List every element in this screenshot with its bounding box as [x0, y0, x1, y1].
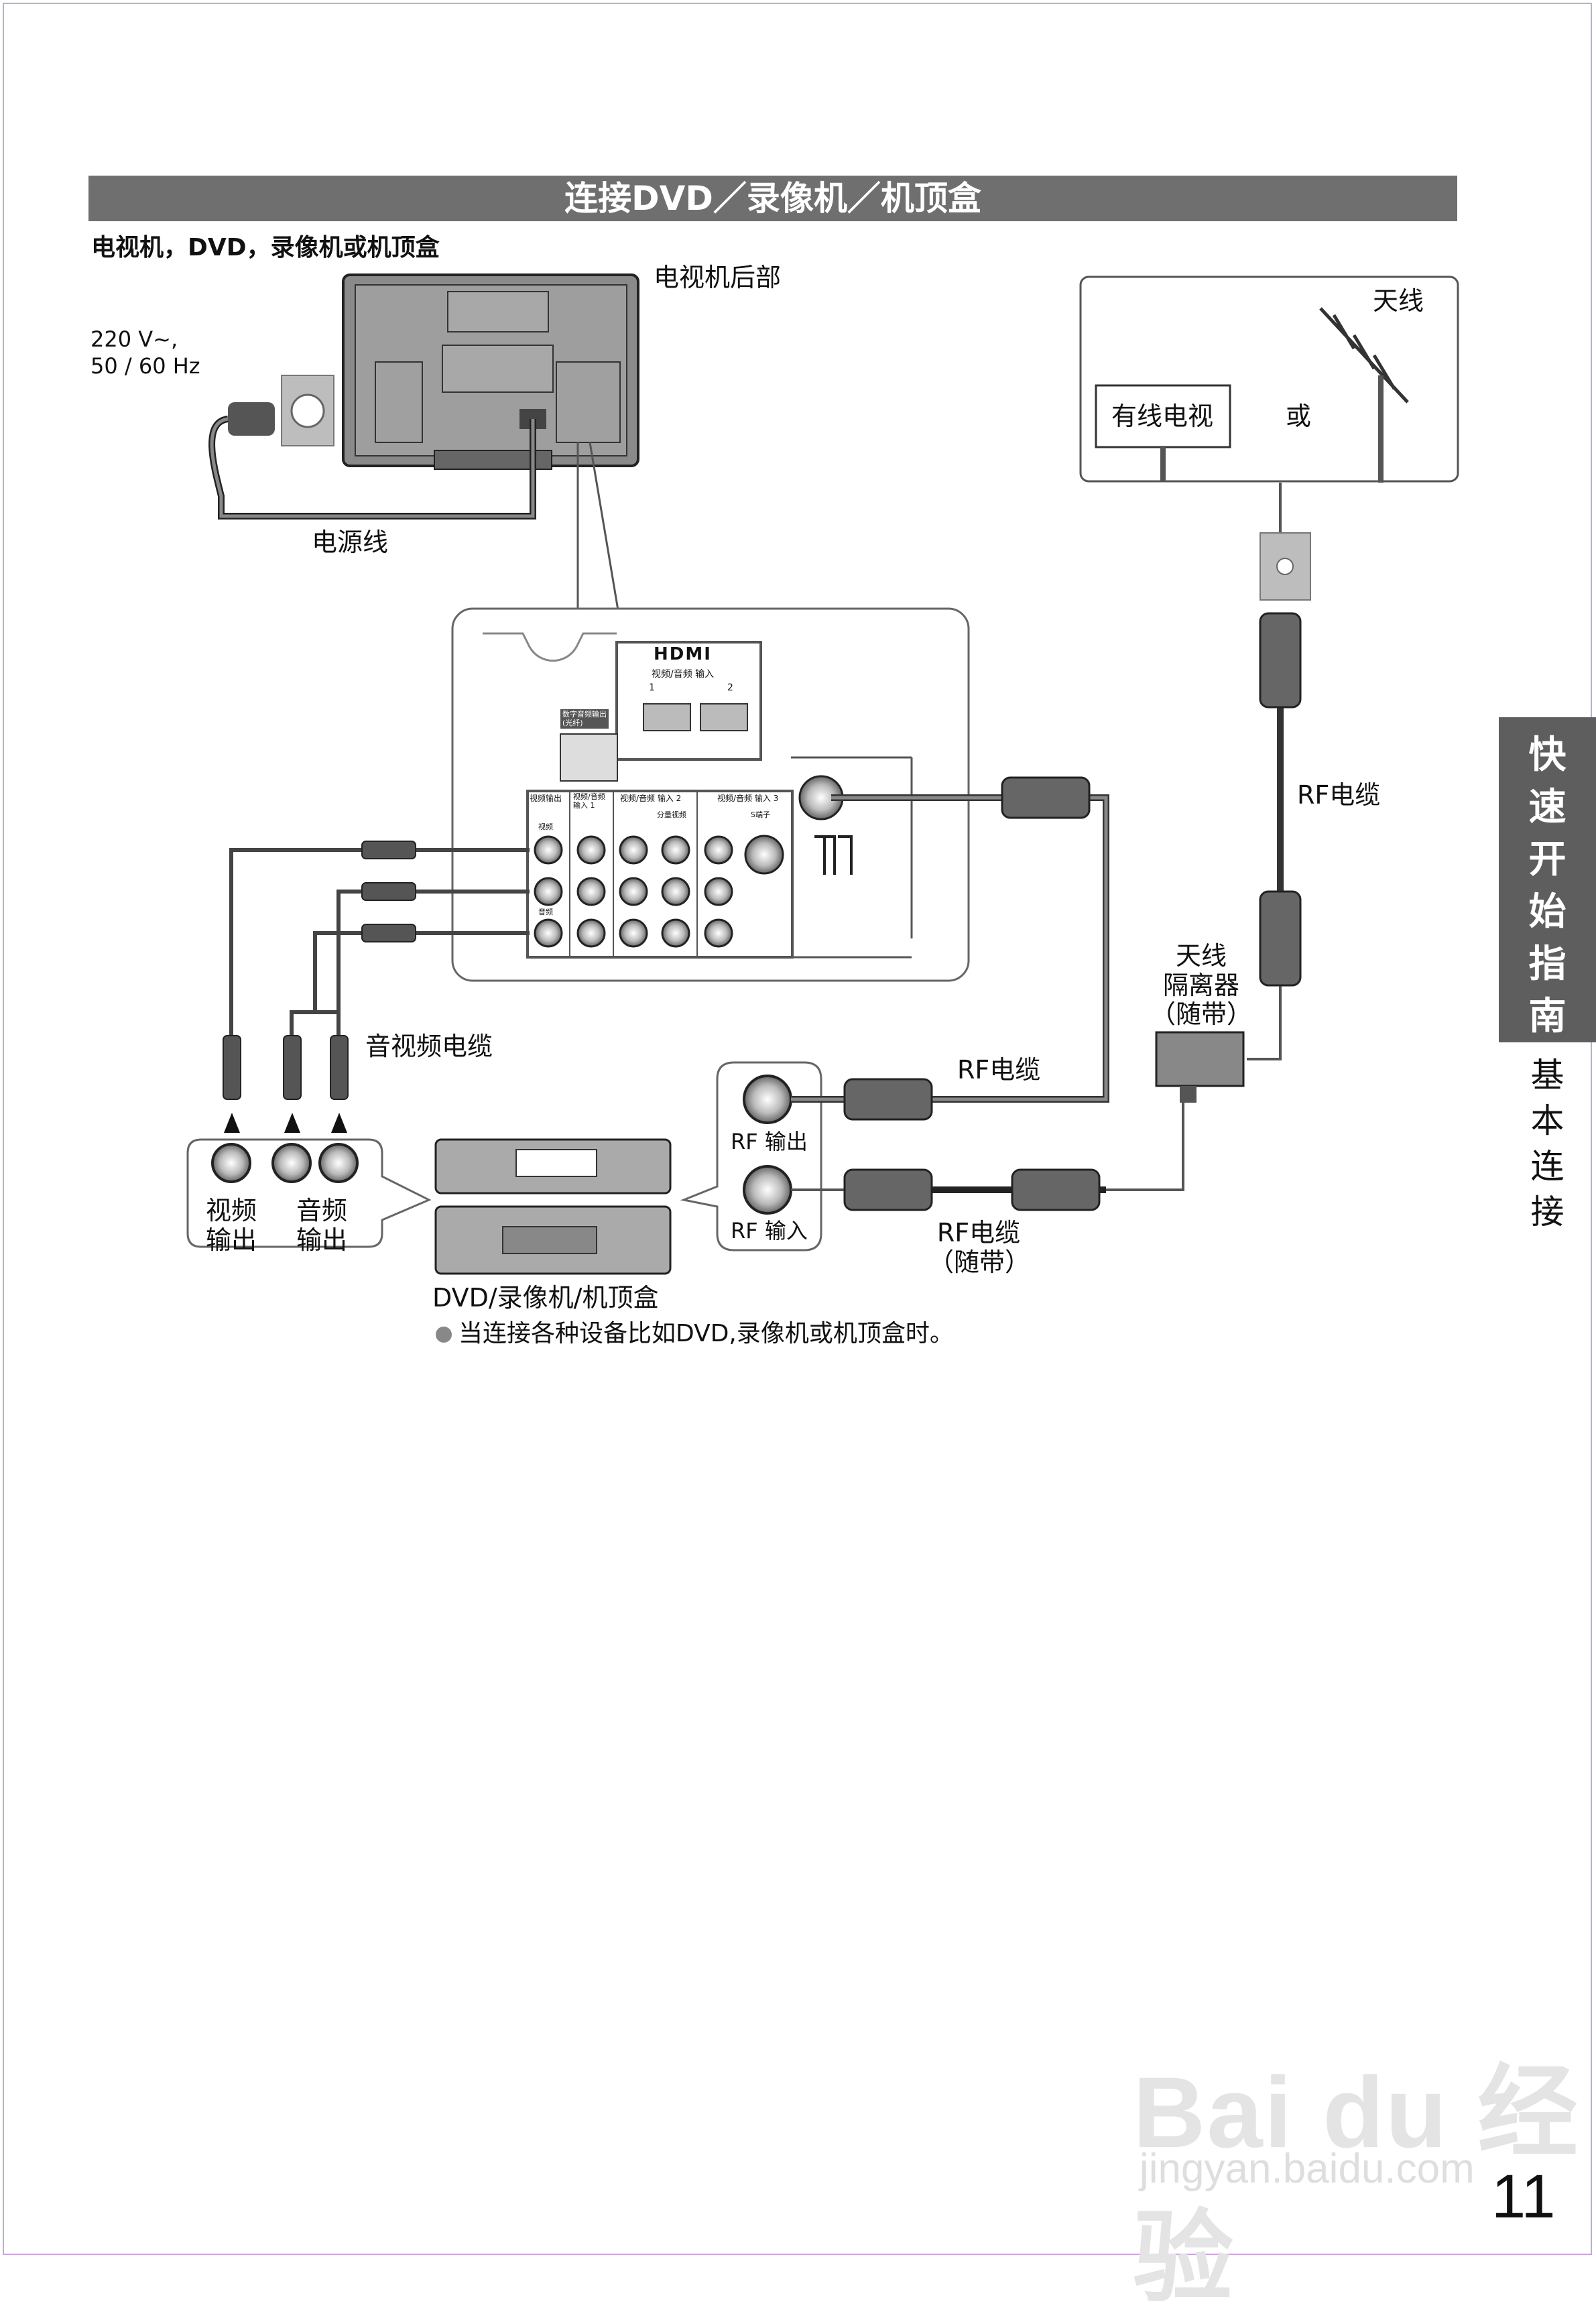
tv-back-illustration — [342, 273, 639, 470]
side-tab-char: 速 — [1528, 786, 1567, 829]
tv-back-label: 电视机后部 — [654, 263, 782, 292]
antenna-isolator — [1155, 1031, 1245, 1103]
panel-video-label: 视频 — [538, 822, 553, 831]
isolator-line1: 天线 — [1175, 941, 1227, 971]
av-in-3-label: 视频/音频 输入 3 — [717, 794, 779, 803]
rf-out-label: RF 输出 — [731, 1129, 808, 1154]
power-cable-label: 电源线 — [312, 528, 389, 557]
frequency-label: 50 / 60 Hz — [90, 353, 200, 379]
watermark-url: jingyan.baidu.com — [1140, 2146, 1475, 2192]
side-tab-char: 始 — [1528, 890, 1567, 934]
video-output-line1: 视频 — [205, 1196, 257, 1225]
component-label: 分量视频 — [657, 810, 686, 819]
cable-tv-label: 有线电视 — [1111, 402, 1214, 431]
connection-diagram — [186, 273, 1459, 1275]
arrows — [224, 1113, 347, 1133]
isolator-label: 天线 隔离器 （随带） — [1148, 941, 1255, 1030]
section-title: 连接DVD／录像机／机顶盒 — [88, 176, 1457, 221]
side-sub-char: 连 — [1530, 1147, 1564, 1186]
av-plugs — [223, 841, 416, 1100]
side-tab-quick-start: 快 速 开 始 指 南 — [1499, 717, 1596, 1042]
connection-panel — [451, 607, 970, 982]
side-tab-char: 开 — [1528, 838, 1567, 881]
audio-output-label: 音频 输出 — [295, 1196, 349, 1255]
video-output-line2: 输出 — [205, 1225, 257, 1255]
rf-cable-label-middle: RF电缆 — [957, 1055, 1041, 1085]
rf-cable-included-line1: RF电缆 — [936, 1218, 1021, 1247]
page-number: 11 — [1491, 2162, 1556, 2231]
watermark-brand: Bai du 经验 — [1133, 2056, 1580, 2314]
antenna-source-box — [1079, 276, 1459, 483]
side-subtitle-basic-connection: 基 本 连 接 — [1499, 1052, 1596, 1235]
hdmi-1-label: 1 — [649, 682, 655, 693]
voltage-label: 220 V~, — [90, 326, 178, 352]
rf-cable-included-label: RF电缆 （随带） — [928, 1218, 1031, 1277]
side-sub-char: 本 — [1530, 1101, 1564, 1140]
subtitle: 电视机，DVD，录像机或机顶盒 — [91, 234, 440, 261]
or-label: 或 — [1286, 402, 1312, 431]
note-text: 当连接各种设备比如DVD,录像机或机顶盒时。 — [458, 1320, 954, 1347]
side-tab-char: 南 — [1528, 995, 1567, 1038]
side-sub-char: 接 — [1530, 1193, 1564, 1231]
hdmi-2-label: 2 — [727, 682, 733, 693]
rf-cable-included-line2: （随带） — [928, 1247, 1031, 1277]
av-in-2-label: 视频/音频 输入 2 — [620, 794, 682, 803]
bullet-icon — [436, 1327, 452, 1343]
audio-output-line2: 输出 — [296, 1225, 347, 1255]
rf-port-balloon — [680, 1061, 822, 1251]
side-tab-char: 快 — [1528, 733, 1567, 777]
isolator-line3: （随带） — [1150, 999, 1252, 1030]
rf-cable-label-upper: RF电缆 — [1297, 780, 1381, 810]
devices — [434, 1138, 672, 1275]
connection-note: 当连接各种设备比如DVD,录像机或机顶盒时。 — [436, 1314, 954, 1349]
side-tab-char: 指 — [1528, 942, 1567, 986]
rf-plugs — [843, 612, 1302, 1211]
optical-label: 数字音频输出 (光纤) — [560, 709, 609, 729]
device-label: DVD/录像机/机顶盒 — [432, 1283, 659, 1312]
page-border — [3, 3, 1592, 2255]
device-output-balloon — [186, 1138, 432, 1248]
av-cable-label: 音视频电缆 — [365, 1032, 493, 1061]
av-cables — [229, 848, 530, 1036]
side-sub-char: 基 — [1530, 1056, 1564, 1095]
isolator-line2: 隔离器 — [1162, 970, 1239, 1000]
antenna-label: 天线 — [1373, 286, 1424, 316]
hdmi-input-label: 视频/音频 输入 — [652, 669, 715, 680]
s-video-label: S端子 — [751, 810, 770, 819]
hdmi-logo: HDMI — [654, 644, 712, 664]
panel-jacks — [534, 775, 844, 948]
panel-audio-label: 音频 — [538, 908, 553, 916]
av-in-1-label: 视频/音频 输入 1 — [573, 792, 605, 810]
video-out-label: 视频输出 — [530, 794, 562, 803]
power-outlet — [208, 375, 536, 520]
audio-output-line1: 音频 — [296, 1196, 347, 1225]
video-output-label: 视频 输出 — [204, 1196, 258, 1255]
rf-in-label: RF 输入 — [731, 1218, 808, 1243]
